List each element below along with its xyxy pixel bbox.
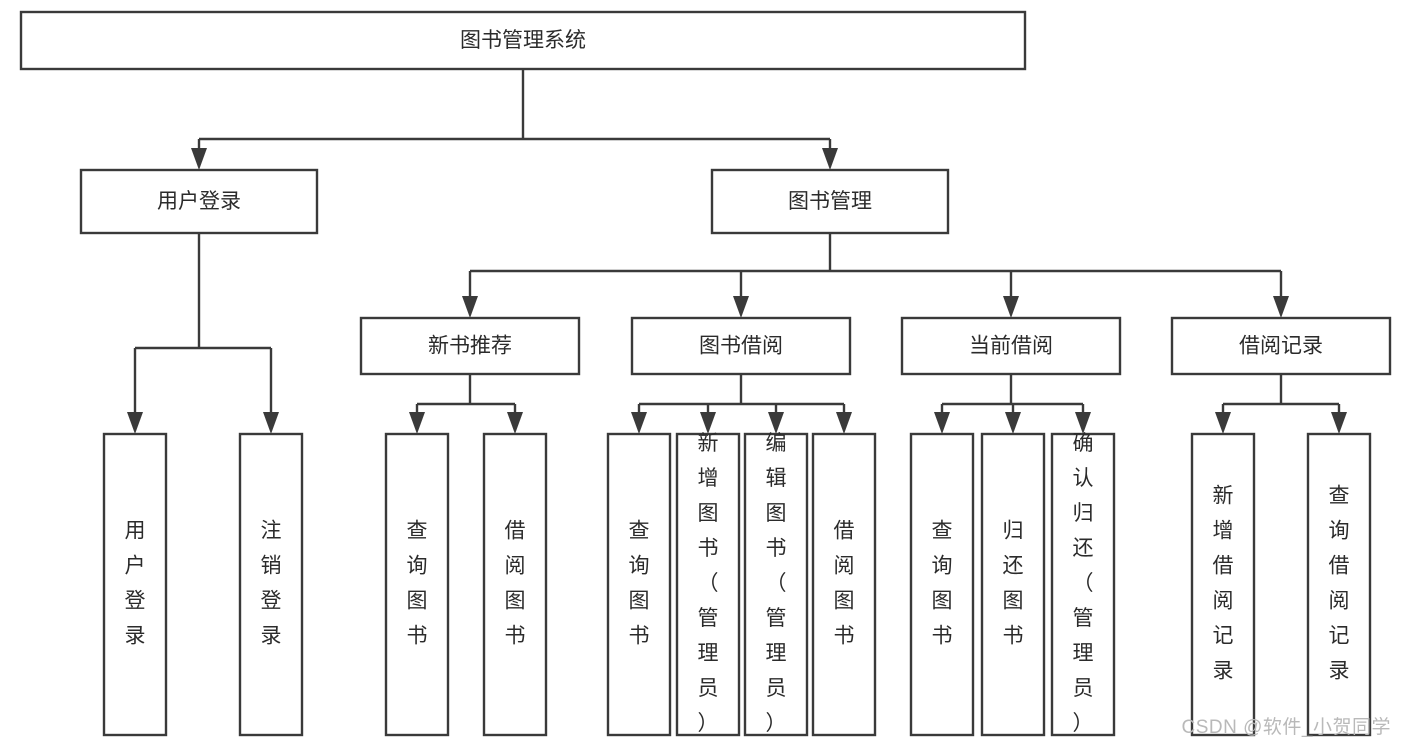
- connector-borrow-record: [1215, 374, 1347, 434]
- arrow-head-icon: [507, 412, 523, 434]
- connector-root: [191, 69, 838, 170]
- node-label-leaf-confirm-return-admin: 确认归还（管理员）: [1073, 432, 1094, 735]
- arrow-head-icon: [263, 412, 279, 434]
- node-book-manage[interactable]: 图书管理: [710, 168, 950, 235]
- node-root[interactable]: 图书管理系统: [19, 10, 1027, 71]
- connector-book-borrow: [631, 374, 852, 434]
- node-leaf-query-book-recommend[interactable]: 查询图书: [384, 432, 450, 737]
- node-book-borrow[interactable]: 图书借阅: [630, 316, 852, 376]
- node-leaf-user-logout[interactable]: 注销登录: [238, 432, 304, 737]
- node-leaf-borrow-book[interactable]: 借阅图书: [811, 432, 877, 737]
- node-label-leaf-user-logout: 注销登录: [261, 520, 282, 648]
- node-box-root[interactable]: [19, 10, 1027, 71]
- node-leaf-query-book-current[interactable]: 查询图书: [909, 432, 975, 737]
- node-label-leaf-borrow-book-recommend: 借阅图书: [505, 520, 526, 648]
- node-leaf-query-borrow-record[interactable]: 查询借阅记录: [1306, 432, 1372, 737]
- node-leaf-add-borrow-record[interactable]: 新增借阅记录: [1190, 432, 1256, 737]
- node-label-leaf-add-borrow-record: 新增借阅记录: [1213, 485, 1234, 683]
- node-leaf-borrow-book-recommend[interactable]: 借阅图书: [482, 432, 548, 737]
- node-box-leaf-add-borrow-record[interactable]: [1190, 432, 1256, 737]
- node-box-leaf-borrow-book-recommend[interactable]: [482, 432, 548, 737]
- arrow-head-icon: [822, 148, 838, 170]
- node-box-leaf-return-book[interactable]: [980, 432, 1046, 737]
- node-box-book-borrow[interactable]: [630, 316, 852, 376]
- arrow-head-icon: [1273, 296, 1289, 318]
- arrow-head-icon: [768, 412, 784, 434]
- node-borrow-record[interactable]: 借阅记录: [1170, 316, 1392, 376]
- node-leaf-edit-book-admin[interactable]: 编辑图书（管理员）: [743, 432, 809, 737]
- node-box-leaf-add-book-admin[interactable]: [675, 432, 741, 737]
- arrow-head-icon: [836, 412, 852, 434]
- node-label-leaf-user-login: 用户登录: [125, 520, 146, 648]
- arrow-head-icon: [1075, 412, 1091, 434]
- arrow-head-icon: [1003, 296, 1019, 318]
- node-label-root: 图书管理系统: [460, 29, 586, 52]
- arrow-head-icon: [409, 412, 425, 434]
- node-box-book-manage[interactable]: [710, 168, 950, 235]
- node-box-borrow-record[interactable]: [1170, 316, 1392, 376]
- connector-book-manage: [462, 233, 1289, 318]
- node-label-borrow-record: 借阅记录: [1239, 335, 1323, 358]
- node-label-leaf-query-borrow-record: 查询借阅记录: [1329, 485, 1350, 683]
- arrow-head-icon: [1215, 412, 1231, 434]
- node-box-leaf-query-borrow-record[interactable]: [1306, 432, 1372, 737]
- node-box-leaf-user-logout[interactable]: [238, 432, 304, 737]
- node-label-leaf-query-book-current: 查询图书: [932, 520, 953, 648]
- node-box-current-borrow[interactable]: [900, 316, 1122, 376]
- node-label-leaf-return-book: 归还图书: [1003, 520, 1024, 648]
- node-box-user-login[interactable]: [79, 168, 319, 235]
- node-label-current-borrow: 当前借阅: [969, 335, 1053, 358]
- arrow-head-icon: [1005, 412, 1021, 434]
- node-box-leaf-query-book-borrow[interactable]: [606, 432, 672, 737]
- node-label-leaf-query-book-recommend: 查询图书: [407, 520, 428, 648]
- connector-current-borrow: [934, 374, 1091, 434]
- arrow-head-icon: [1331, 412, 1347, 434]
- arrow-head-icon: [700, 412, 716, 434]
- arrow-head-icon: [631, 412, 647, 434]
- node-box-new-book-recommend[interactable]: [359, 316, 581, 376]
- arrow-head-icon: [127, 412, 143, 434]
- node-box-leaf-user-login[interactable]: [102, 432, 168, 737]
- connector-layer: [127, 69, 1347, 434]
- node-leaf-return-book[interactable]: 归还图书: [980, 432, 1046, 737]
- node-box-leaf-query-book-recommend[interactable]: [384, 432, 450, 737]
- node-label-book-manage: 图书管理: [788, 190, 872, 213]
- node-leaf-add-book-admin[interactable]: 新增图书（管理员）: [675, 432, 741, 737]
- node-user-login[interactable]: 用户登录: [79, 168, 319, 235]
- arrow-head-icon: [733, 296, 749, 318]
- node-box-leaf-confirm-return-admin[interactable]: [1050, 432, 1116, 737]
- connector-new-book-recommend: [409, 374, 523, 434]
- connector-user-login: [127, 233, 279, 434]
- node-leaf-query-book-borrow[interactable]: 查询图书: [606, 432, 672, 737]
- node-leaf-user-login[interactable]: 用户登录: [102, 432, 168, 737]
- node-label-leaf-edit-book-admin: 编辑图书（管理员）: [766, 432, 787, 735]
- node-new-book-recommend[interactable]: 新书推荐: [359, 316, 581, 376]
- node-current-borrow[interactable]: 当前借阅: [900, 316, 1122, 376]
- node-leaf-confirm-return-admin[interactable]: 确认归还（管理员）: [1050, 432, 1116, 737]
- node-label-user-login: 用户登录: [157, 190, 241, 213]
- arrow-head-icon: [934, 412, 950, 434]
- node-box-leaf-query-book-current[interactable]: [909, 432, 975, 737]
- node-box-leaf-borrow-book[interactable]: [811, 432, 877, 737]
- arrow-head-icon: [462, 296, 478, 318]
- node-label-book-borrow: 图书借阅: [699, 335, 783, 358]
- arrow-head-icon: [191, 148, 207, 170]
- node-label-leaf-borrow-book: 借阅图书: [834, 520, 855, 648]
- node-label-leaf-add-book-admin: 新增图书（管理员）: [698, 432, 719, 735]
- node-label-leaf-query-book-borrow: 查询图书: [629, 520, 650, 648]
- node-label-new-book-recommend: 新书推荐: [428, 335, 512, 358]
- node-box-leaf-edit-book-admin[interactable]: [743, 432, 809, 737]
